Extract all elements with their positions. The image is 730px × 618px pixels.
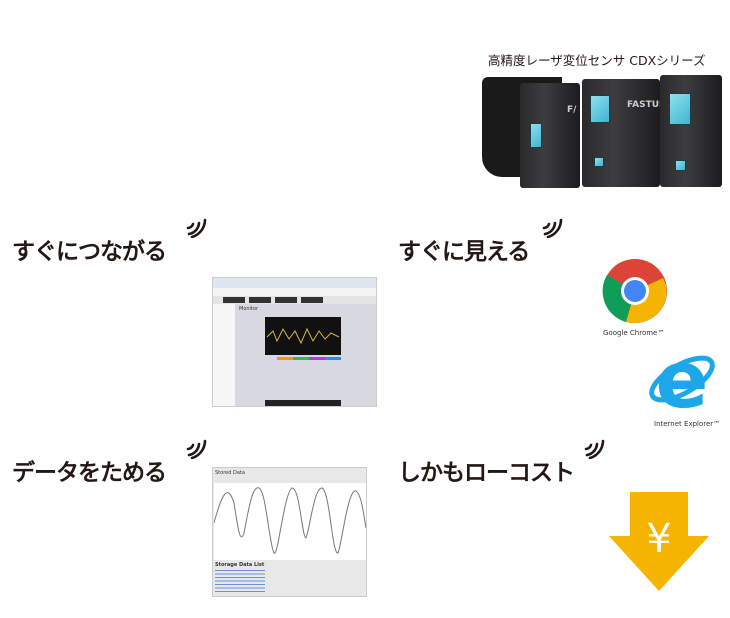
stored-data-title: Stored Data (215, 470, 245, 476)
feature-view-heading: すぐに見える (398, 239, 530, 265)
feature-lowcost-heading: しかもローコスト (398, 460, 575, 486)
internet-explorer-logo-icon: e (649, 343, 715, 415)
brand-logo: FASTUS (627, 100, 666, 110)
stored-data-screenshot: Stored Data Storage Data List (212, 467, 367, 597)
sensor-product-image: F/ FASTUS (482, 75, 724, 190)
wireless-signal-icon (186, 439, 207, 459)
product-title: 高精度レーザ変位センサ CDXシリーズ (488, 53, 706, 68)
storage-list-title: Storage Data List (215, 562, 265, 568)
ie-label: Internet Explorer™ (654, 420, 721, 428)
wireless-signal-icon (584, 439, 605, 459)
monitor-screenshot: Monitor (212, 277, 377, 407)
monitor-title: Monitor (239, 306, 259, 312)
feature-store-heading: データをためる (12, 460, 167, 486)
svg-text:e: e (656, 343, 709, 415)
yen-down-arrow-icon: ¥ (609, 492, 709, 591)
chrome-logo-icon (602, 259, 667, 324)
wireless-signal-icon (542, 218, 563, 238)
feature-connect-heading: すぐにつながる (12, 239, 167, 265)
svg-text:¥: ¥ (646, 516, 671, 562)
wireless-signal-icon (186, 218, 207, 238)
chrome-label: Google Chrome™ (603, 329, 665, 337)
